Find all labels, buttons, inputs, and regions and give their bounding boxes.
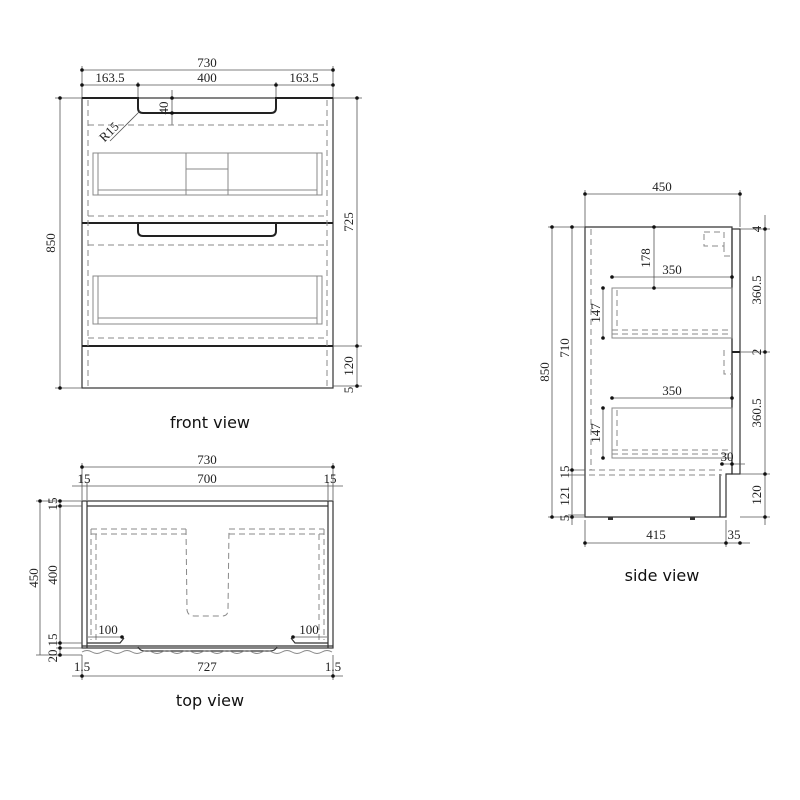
dim-bottom-right: 1.5 — [325, 659, 341, 674]
dim-handle-left: 100 — [98, 622, 118, 637]
dim-base-15: 15 — [557, 466, 572, 479]
dim-depth-front: 35 — [728, 527, 741, 542]
dim-top-depth-total: 450 — [26, 568, 41, 588]
foot — [690, 517, 695, 520]
dim-width-total: 730 — [197, 55, 217, 70]
dim-handle-right: 100 — [299, 622, 319, 637]
dim-foot-5: 5 — [557, 515, 572, 522]
dim-height-gap: 5 — [341, 387, 356, 394]
top-view-caption: top view — [176, 691, 244, 710]
dim-top-width-inner: 700 — [197, 471, 217, 486]
dim-depth-body: 415 — [646, 527, 666, 542]
dim-side-height-total: 850 — [537, 362, 552, 382]
dim-drawer-offset: 178 — [638, 248, 653, 268]
dim-height-total: 850 — [43, 233, 58, 253]
dim-top-back-panel: 15 — [45, 498, 60, 511]
dim-top-front-20: 20 — [45, 650, 60, 663]
dim-drawer2-depth: 350 — [662, 383, 682, 398]
side-view: 450 350 178 147 350 147 30 — [537, 179, 770, 585]
dim-plinth-120: 120 — [749, 485, 764, 505]
dim-bottom-left: 1.5 — [74, 659, 90, 674]
dim-height-plinth: 120 — [341, 356, 356, 376]
side-view-caption: side view — [625, 566, 700, 585]
dim-side-depth-total: 450 — [652, 179, 672, 194]
dim-handle-depth: 40 — [156, 102, 171, 115]
dim-bottom-width: 727 — [197, 659, 217, 674]
foot — [608, 517, 613, 520]
dim-top-front-15: 15 — [45, 634, 60, 647]
dim-width-right: 163.5 — [289, 70, 318, 85]
dim-top-width-total: 730 — [197, 452, 217, 467]
dim-plinth-121: 121 — [557, 486, 572, 506]
dim-top-gap: 4 — [749, 225, 764, 232]
front-view-caption: front view — [170, 413, 250, 432]
dim-drawer1-height: 147 — [588, 303, 603, 323]
dim-radius: R15 — [96, 119, 122, 145]
dim-side-height-body: 710 — [557, 338, 572, 358]
dim-drawer2-height: 147 — [588, 423, 603, 443]
front-view: 730 163.5 400 163.5 40 R15 85 — [43, 55, 362, 432]
dim-width-mid: 400 — [197, 70, 217, 85]
dim-gap-mid: 2 — [749, 349, 764, 356]
dim-top-side-right: 15 — [324, 471, 337, 486]
top-view: 730 15 700 15 100 100 450 15 400 15 20 — [26, 452, 343, 710]
dim-overhang: 30 — [721, 449, 734, 464]
dim-drawer-front1: 360.5 — [749, 275, 764, 304]
dim-top-side-left: 15 — [78, 471, 91, 486]
dim-drawer1-depth: 350 — [662, 262, 682, 277]
dim-drawer-front2: 360.5 — [749, 398, 764, 427]
dim-width-left: 163.5 — [95, 70, 124, 85]
dim-top-inner-depth: 400 — [45, 565, 60, 585]
dim-height-body: 725 — [341, 212, 356, 232]
